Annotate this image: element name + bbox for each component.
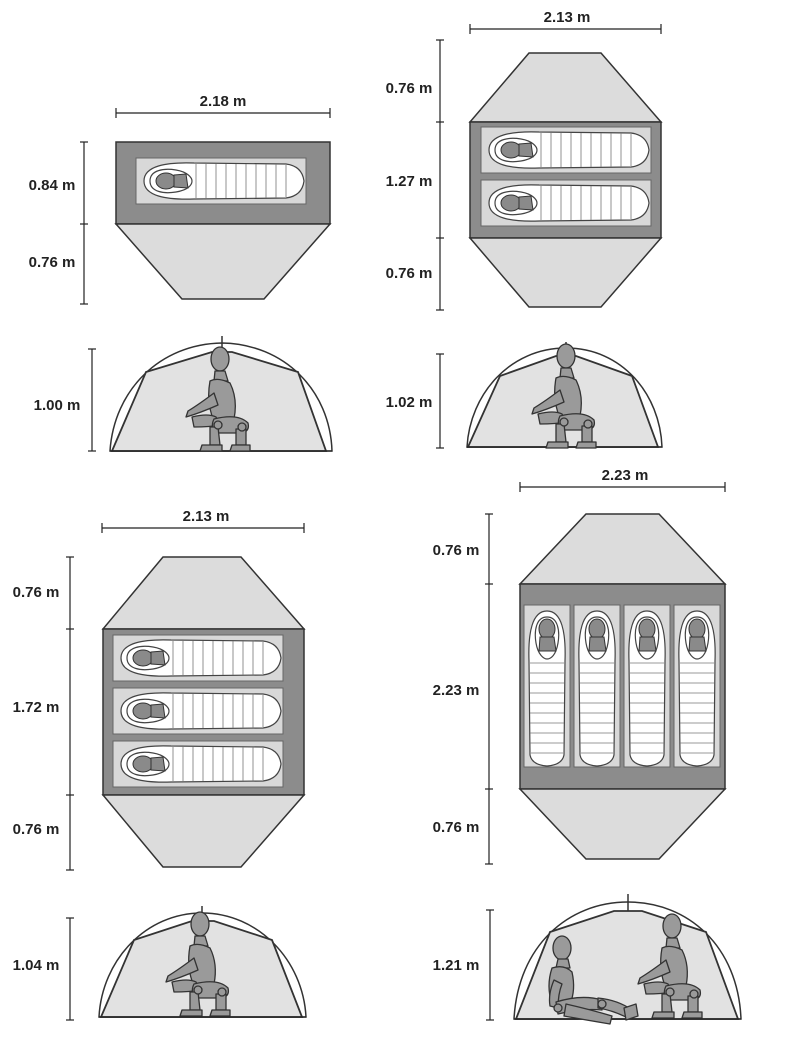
tent-1-sleeping-bag <box>135 157 307 205</box>
tent-4-elevation: 1.21 m <box>433 894 742 1025</box>
tent-2-elevation: 1.02 m <box>386 342 663 449</box>
tent-3-floor-depth-label: 1.72 m <box>13 699 60 716</box>
tent-2-plan: 2.13 m 0.76 m 1.27 m 0.76 m <box>386 9 663 311</box>
tent-1-vestibule <box>114 223 332 300</box>
tent-3-vestibule-top-label: 0.76 m <box>13 584 60 601</box>
tent-2-sleeping-bag-1 <box>480 126 652 174</box>
tent-2-height-label: 1.02 m <box>386 394 433 411</box>
tent-1-height-label: 1.00 m <box>34 397 81 414</box>
tent-3-elevation: 1.04 m <box>13 906 307 1021</box>
tent-3-width-label: 2.13 m <box>183 508 230 525</box>
tent-4-width-label: 2.23 m <box>602 467 649 484</box>
tent-1-plan: 2.18 m 0.84 m 0.76 m <box>29 93 332 305</box>
tent-4-sleeping-bag-3 <box>623 604 671 768</box>
tent-2-sleeping-bag-2 <box>480 179 652 227</box>
tent-2-vestibule-top <box>468 52 663 123</box>
tent-2-width-label: 2.13 m <box>544 9 591 26</box>
tent-3-vestibule-bottom <box>101 794 306 868</box>
tent-4-plan: 2.23 m 0.76 m 2.23 m 0.76 m <box>433 467 727 865</box>
tent-1-vestibule-label: 0.76 m <box>29 254 76 271</box>
tent-4-sleeping-bag-2 <box>573 604 621 768</box>
tent-2-floor-depth-label: 1.27 m <box>386 173 433 190</box>
tent-3-sleeping-bag-3 <box>112 740 284 788</box>
tent-2-vestibule-bottom-label: 0.76 m <box>386 265 433 282</box>
tent-4-vestibule-top <box>518 513 727 585</box>
tent-2-vestibule-bottom <box>468 237 663 308</box>
tent-1-floor-depth-label: 0.84 m <box>29 177 76 194</box>
tent-4-vestibule-top-label: 0.76 m <box>433 542 480 559</box>
tent-3-sleeping-bag-2 <box>112 687 284 735</box>
tent-3-sleeping-bag-1 <box>112 634 284 682</box>
tent-4-vestibule-bottom <box>518 788 727 860</box>
tent-1-width-label: 2.18 m <box>200 93 247 110</box>
tent-4-sleeping-bag-4 <box>673 604 721 768</box>
tent-3-plan: 2.13 m 0.76 m 1.72 m 0.76 m <box>13 508 306 871</box>
tent-4-floor-depth-label: 2.23 m <box>433 682 480 699</box>
tent-2-vestibule-top-label: 0.76 m <box>386 80 433 97</box>
tent-3-vestibule-bottom-label: 0.76 m <box>13 821 60 838</box>
tent-4-sleeping-bag-1 <box>523 604 571 768</box>
tent-4-height-label: 1.21 m <box>433 957 480 974</box>
tent-3-vestibule-top <box>101 556 306 630</box>
tent-3-height-label: 1.04 m <box>13 957 60 974</box>
tent-4-vestibule-bottom-label: 0.76 m <box>433 819 480 836</box>
tent-1-elevation: 1.00 m <box>34 336 333 452</box>
